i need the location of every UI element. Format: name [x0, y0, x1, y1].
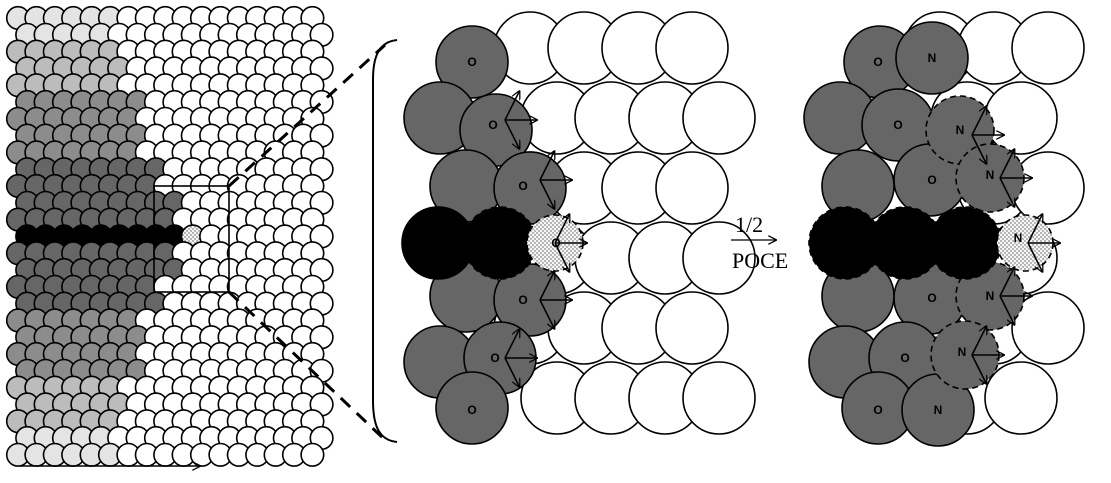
zoom-bracket [372, 39, 398, 443]
after-step-panel: O O O O O O N N N N N N N [803, 11, 1085, 447]
atom-label-o: O [467, 403, 476, 417]
atom-label-o: O [873, 403, 882, 417]
atom-label-n: N [986, 289, 995, 303]
surface-arrow [971, 134, 986, 164]
surface-arrow [539, 179, 554, 209]
atom-label-n: N [934, 403, 943, 417]
atom-label-o: O [927, 291, 936, 305]
empty-site [1011, 11, 1085, 85]
atom-label-o: O [873, 55, 882, 69]
atom-label-o: O [927, 173, 936, 187]
surface-arrow [971, 326, 986, 356]
surface-arrow [971, 354, 986, 384]
atom-label-n: N [986, 168, 995, 182]
empty-site [984, 81, 1058, 155]
atom-label-n: N [928, 51, 937, 65]
oxidized-atom [435, 25, 509, 99]
surface-arrow [999, 177, 1014, 207]
empty-site [655, 151, 729, 225]
surface-arrow [504, 119, 519, 149]
atom-label-o: O [900, 351, 909, 365]
atom-label-o: O [893, 118, 902, 132]
oxidized-atom [895, 21, 969, 95]
atom-label-o: O [518, 179, 527, 193]
lattice-atom [300, 442, 325, 467]
surface-arrow [504, 329, 519, 359]
atom-label-o: O [467, 55, 476, 69]
surface-arrow [971, 106, 986, 136]
step-fraction-label: 1/2 [735, 212, 764, 237]
step-name-label: POCE [732, 248, 789, 273]
surface-arrow [1027, 242, 1042, 272]
atom-label-n: N [956, 123, 965, 137]
surface-arrow [504, 91, 519, 121]
surface-arrow [539, 299, 554, 329]
atom-label-o: O [518, 293, 527, 307]
empty-site [682, 81, 756, 155]
surface-arrow [1027, 214, 1042, 244]
atom-label-o: O [488, 118, 497, 132]
zoom-connector-lines [227, 43, 387, 442]
empty-site [655, 11, 729, 85]
atom-label-o: O [490, 351, 499, 365]
atom-label-n: N [1014, 231, 1023, 245]
empty-site [1011, 291, 1085, 365]
surface-arrow [999, 149, 1014, 179]
surface-arrow [999, 267, 1014, 297]
overview-overlay [20, 185, 230, 466]
empty-site [655, 291, 729, 365]
overview-lattice-panel [5, 5, 334, 467]
surface-arrow [554, 242, 569, 272]
surface-arrow [539, 151, 554, 181]
surface-arrow [554, 214, 569, 244]
surface-arrow [539, 271, 554, 301]
empty-site [682, 361, 756, 435]
oxidized-atom [435, 371, 509, 445]
atom-label-n: N [958, 345, 967, 359]
empty-site [984, 361, 1058, 435]
zoom-region-box [153, 185, 230, 293]
removed-atom [928, 206, 1002, 280]
removed-atom [463, 206, 537, 280]
surface-arrow [999, 295, 1014, 325]
surface-arrow [504, 357, 519, 387]
